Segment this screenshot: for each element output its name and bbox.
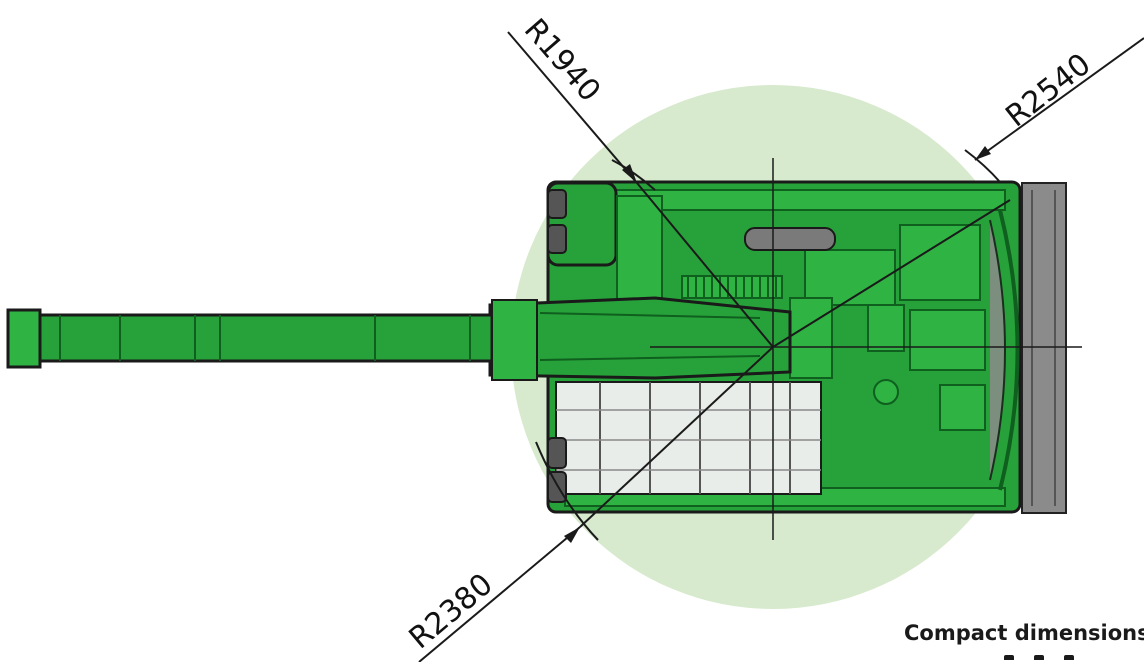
- dozer-blade: [1017, 182, 1067, 514]
- hydraulic-coil: [681, 275, 783, 299]
- center-crosshair: [650, 158, 1082, 540]
- caption-cut-off-second-line: [1004, 650, 1134, 660]
- dimension-label-r2540: R2540: [999, 47, 1097, 134]
- boom-arm: [6, 296, 792, 381]
- dimension-leaders: [418, 31, 1144, 662]
- dimension-arrowheads: [564, 146, 991, 543]
- radius-arc-marks: [535, 149, 1001, 541]
- battery-pack: [547, 381, 822, 503]
- dimension-label-r2380: R2380: [403, 567, 500, 656]
- caption-text: Compact dimensions: [904, 621, 1144, 645]
